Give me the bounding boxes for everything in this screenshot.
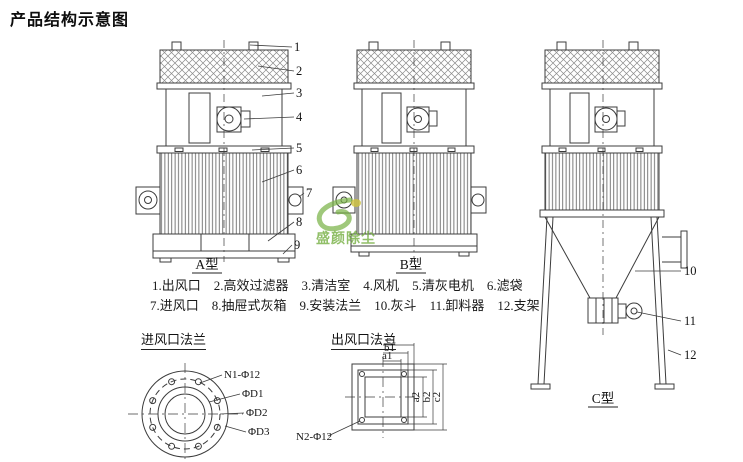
legend-row-1: 1.出风口 2.高效过滤器 3.清洁室 4.风机 5.清灰电机 6.滤袋 xyxy=(152,275,523,294)
legend-item-9: 9.安装法兰 xyxy=(299,298,362,313)
outlet-b2-label: b2 xyxy=(421,392,433,403)
callout-3: 3 xyxy=(296,86,302,100)
machine-a-fan-motor xyxy=(216,106,251,133)
outlet-c2-label: c2 xyxy=(431,392,443,402)
callout-1: 1 xyxy=(294,40,300,54)
machine-b-fan-motor xyxy=(406,106,438,133)
legend-item-8: 8.抽屉式灰箱 xyxy=(211,298,287,313)
legend-item-3: 3.清洁室 xyxy=(301,278,351,293)
inlet-d1-label: ΦD1 xyxy=(242,388,263,400)
outlet-a2-label: a2 xyxy=(410,392,422,402)
machine-a-outlet-nozzles xyxy=(171,41,259,51)
legend-item-7: 7.进风口 xyxy=(150,298,199,313)
inlet-bolt-label: N1-Φ12 xyxy=(224,369,260,381)
machine-c-support-legs xyxy=(530,216,675,390)
outlet-flange-bolt-holes xyxy=(359,371,407,423)
machine-c-fan-motor xyxy=(594,106,626,133)
machine-b-drawing xyxy=(332,40,487,258)
legend-item-12: 12.支架 xyxy=(497,298,540,313)
machine-c-discharge-valve xyxy=(587,297,643,324)
outlet-a1-label: a1 xyxy=(382,350,392,362)
legend-item-1: 1.出风口 xyxy=(152,278,201,293)
outlet-bolt-label: N2-Φ12 xyxy=(296,431,332,443)
machine-c-bag-section xyxy=(539,152,665,218)
callout-leader-lines xyxy=(243,44,682,356)
machine-c-tube-sheet xyxy=(541,145,663,154)
callout-5: 5 xyxy=(296,141,302,155)
callout-10: 10 xyxy=(684,264,697,278)
callout-2: 2 xyxy=(296,64,302,78)
legend-item-5: 5.清灰电机 xyxy=(412,278,474,293)
callout-9: 9 xyxy=(294,238,300,252)
legend-item-10: 10.灰斗 xyxy=(374,298,417,313)
model-a-label: A型 xyxy=(195,257,218,272)
machine-c-side-flange xyxy=(662,230,688,269)
machine-b-right-flange xyxy=(470,186,487,214)
legend-item-6: 6.滤袋 xyxy=(486,278,523,293)
machine-a-left-flange xyxy=(135,186,161,215)
callout-7: 7 xyxy=(306,186,312,200)
machine-c-hopper xyxy=(544,216,660,299)
machine-b-outlet-nozzles xyxy=(368,41,451,51)
machine-b-ash-box xyxy=(350,233,478,257)
flange-dimension-labels: N1-Φ12 ΦD1 ΦD2 ΦD3 c1 b1 a1 a2 b2 c2 N2-… xyxy=(224,334,443,443)
callout-12: 12 xyxy=(684,348,697,362)
model-b-label: B型 xyxy=(400,257,423,272)
legend-row-2: 7.进风口 8.抽屉式灰箱 9.安装法兰 10.灰斗 11.卸料器 12.支架 xyxy=(150,295,540,314)
model-c-label: C型 xyxy=(592,391,615,406)
machine-c-filter-section xyxy=(541,49,663,90)
outlet-c1-label: c1 xyxy=(386,334,396,346)
machine-a-ash-drawer-box xyxy=(152,233,296,263)
callout-11: 11 xyxy=(684,314,696,328)
outlet-flange-title: 出风口法兰 xyxy=(331,329,397,350)
model-labels: A型 B型 C型 xyxy=(192,257,618,408)
inlet-flange-label-leaders xyxy=(199,374,247,433)
inlet-d3-label: ΦD3 xyxy=(248,426,270,438)
outlet-b1-label: b1 xyxy=(384,342,395,354)
callout-6: 6 xyxy=(296,163,302,177)
legend-item-11: 11.卸料器 xyxy=(429,298,485,313)
outlet-flange-dimension-lines xyxy=(383,343,447,431)
machine-a-drawing xyxy=(135,40,304,263)
legend-item-2: 2.高效过滤器 xyxy=(213,278,289,293)
machine-a-right-flange xyxy=(287,186,304,215)
page-title: 产品结构示意图 xyxy=(10,12,130,29)
inlet-flange-drawing xyxy=(128,363,247,460)
callout-8: 8 xyxy=(296,215,302,229)
machine-c-outlet-nozzles xyxy=(556,41,639,51)
callout-numbers: 1 2 3 4 5 6 7 8 9 10 11 12 xyxy=(294,40,697,362)
machine-c-clean-room xyxy=(549,88,655,147)
outlet-flange-bolt-leader xyxy=(327,420,361,437)
inlet-flange-title: 进风口法兰 xyxy=(141,329,207,350)
inlet-d2-label: ΦD2 xyxy=(246,407,267,419)
callout-4: 4 xyxy=(296,110,303,124)
outlet-flange-drawing xyxy=(327,343,447,438)
machine-b-left-flange xyxy=(332,186,356,214)
machine-c-drawing xyxy=(530,40,688,390)
legend-item-4: 4.风机 xyxy=(363,278,400,293)
